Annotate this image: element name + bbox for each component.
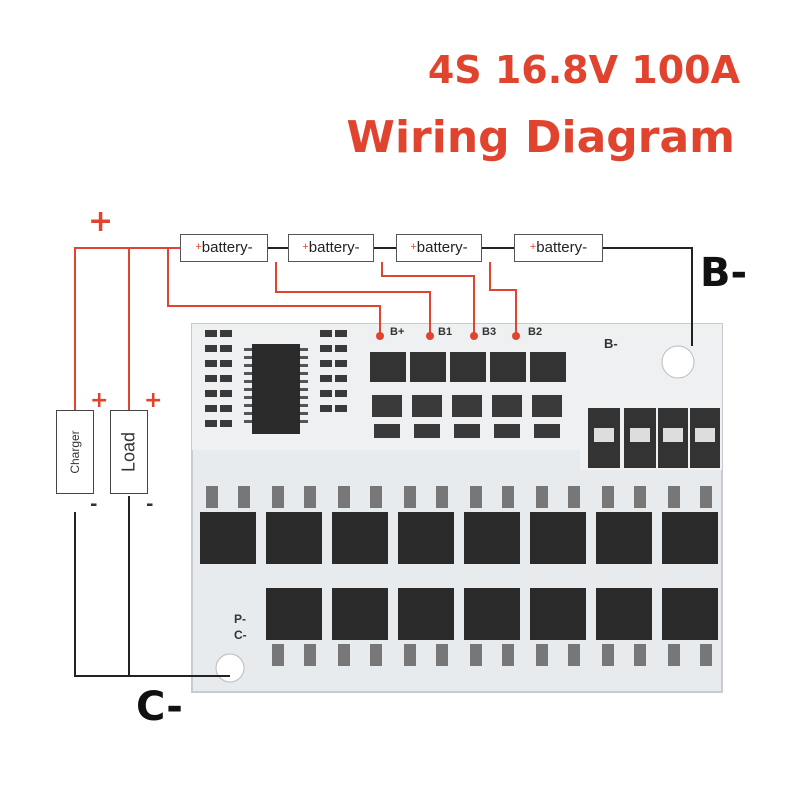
pcb-label-b2: B2: [528, 326, 543, 338]
charger-plus: +: [90, 388, 109, 413]
pcb-label-p-minus: P-: [234, 612, 246, 626]
pcb-label-bplus: B+: [390, 326, 405, 338]
diagram-title-line1: 4S 16.8V 100A: [427, 48, 740, 92]
bms-ic-chip: [252, 344, 300, 434]
battery-4-plus: +: [529, 241, 537, 253]
balance-transistors: [370, 352, 566, 438]
battery-4: +battery-: [514, 234, 603, 262]
load-label: Load: [118, 431, 139, 473]
charger-box: Charger: [56, 410, 94, 494]
mosfet-row-1: [200, 512, 718, 564]
battery-1-plus: +: [195, 241, 202, 253]
charger-label: Charger: [68, 430, 82, 474]
battery-1: +battery-: [180, 234, 268, 262]
load-minus: -: [146, 494, 154, 515]
pcb-label-c-minus: C-: [234, 628, 247, 642]
red-wires: [74, 247, 517, 410]
wire-b-minus: [603, 247, 693, 346]
diagram-title-line2: Wiring Diagram: [346, 112, 735, 163]
wire-charger-minus: [74, 512, 230, 677]
mounting-hole-b-minus: [661, 345, 695, 379]
pcb-label-b-minus: B-: [604, 336, 618, 351]
load-plus: +: [144, 388, 163, 413]
wire-b3: [381, 262, 475, 334]
balance-pads: [376, 332, 520, 340]
mosfet-tabs-row-2: [272, 644, 712, 666]
charger-minus: -: [90, 494, 98, 515]
battery-2: +battery-: [288, 234, 374, 262]
mosfet-row-2: [266, 588, 718, 640]
battery-2-label: battery-: [308, 239, 360, 256]
wire-bplus: [167, 248, 381, 334]
battery-3: +battery-: [396, 234, 482, 262]
wire-charger-plus: [74, 247, 180, 410]
pcb-label-b3: B3: [482, 326, 497, 338]
smd-passives: [205, 330, 347, 427]
pcb-label-b1: B1: [438, 326, 453, 338]
battery-4-label: battery-: [536, 239, 588, 256]
mounting-hole-c-minus: [215, 653, 245, 683]
mosfet-tabs-row-1: [206, 486, 712, 508]
battery-1-label: battery-: [201, 239, 253, 256]
black-wires: [74, 247, 693, 677]
load-box: Load: [110, 410, 148, 494]
bms-board: [191, 323, 723, 693]
ic-pins: [244, 348, 308, 423]
shunt-resistors: [588, 408, 720, 468]
c-minus-label: C-: [136, 684, 183, 730]
battery-3-plus: +: [410, 241, 417, 253]
battery-3-label: battery-: [416, 239, 468, 256]
wire-b1: [275, 262, 431, 334]
battery-2-plus: +: [302, 241, 309, 253]
b-minus-label: B-: [700, 250, 748, 296]
top-plus-sign: +: [88, 204, 114, 239]
wire-b2: [489, 262, 517, 334]
